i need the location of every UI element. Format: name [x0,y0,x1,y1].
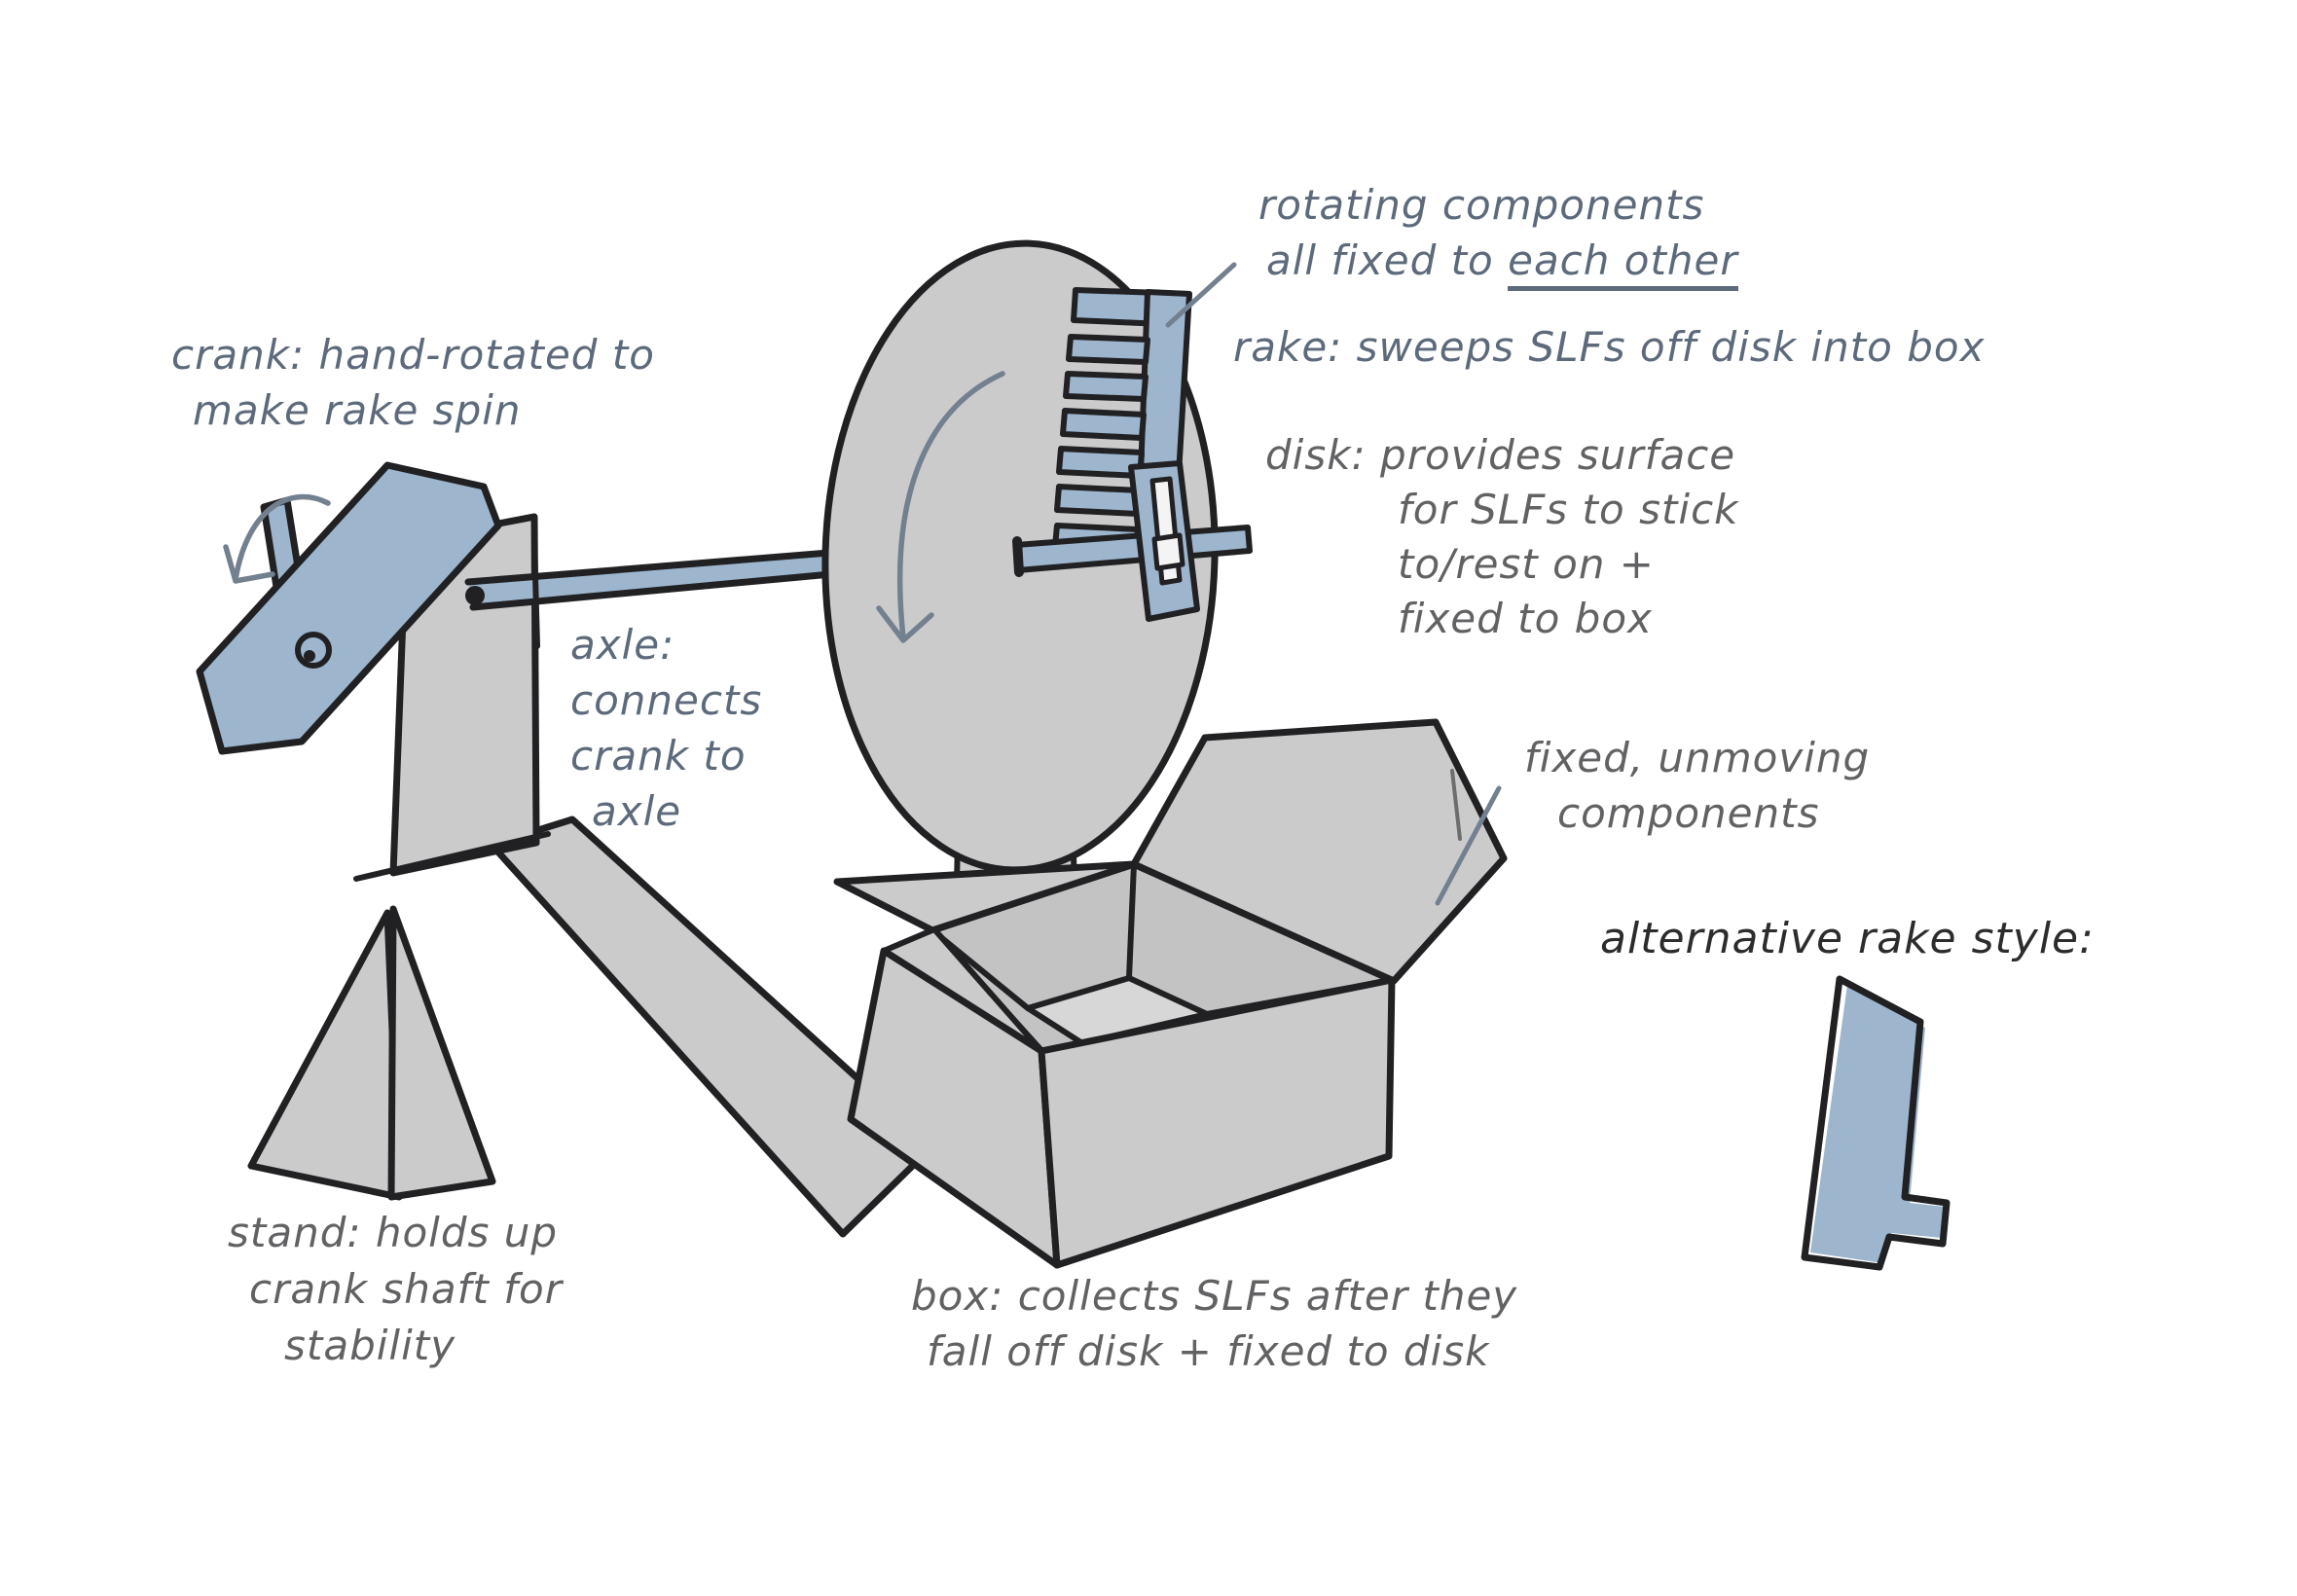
rake-bar-end-cap [1012,536,1024,577]
annotation-line: for SLFs to stick [1398,486,1739,533]
annotation-line: axle [592,787,682,835]
annotation-line: alternative rake style: [1600,914,2095,963]
annotation-line: connects [570,676,763,724]
rake-drawing [1012,287,1253,622]
annotation-line: rake: sweeps SLFs off disk into box [1233,323,1986,371]
stand-crease-line [353,831,551,882]
axle-drawing [464,538,835,649]
annotation-line: fall off disk + fixed to disk [927,1327,1490,1375]
annotation-line: components [1557,789,1820,837]
underlined-text: each other [1508,236,1738,291]
annotation-line: make rake spin [193,386,522,434]
box-right-face [1038,976,1396,1269]
crank-drawing [196,461,502,755]
annotation-line: stand: holds up [228,1209,559,1256]
rake-tooth [1054,484,1143,517]
annotation-line: disk: provides surface [1265,431,1736,479]
box-flap-crease [1450,769,1462,841]
box-drawing [833,718,1508,1269]
leader-rotating-to-rake [1165,262,1237,328]
axle-rod [468,553,831,607]
annotation-line: axle: [570,621,675,669]
box-interior-corners [930,861,1395,1054]
annotation-line: all fixed to each other [1266,233,1738,291]
crank-pivot-hole [295,632,332,669]
annotation-stand: stand: holds up crank shaft for stabilit… [228,1205,563,1374]
annotation-alternative-rake: alternative rake style: [1600,911,2095,966]
annotation-box: box: collects SLFs after they fall off d… [911,1268,1517,1379]
alternative-rake-outline [1801,975,1951,1271]
annotation-disk: disk: provides surface for SLFs to stick… [1265,428,1739,646]
annotation-rotating-components: rotating components all fixed to each ot… [1258,177,1738,291]
annotation-line: crank shaft for [249,1265,563,1313]
alternative-rake-blade [1810,985,1945,1263]
stand-center-leg [387,905,496,1201]
annotation-line: fixed, unmoving [1524,734,1871,781]
alternative-rake-drawing [1801,975,1951,1271]
rake-tooth [1060,408,1147,441]
leader-lines [1165,262,1502,906]
annotation-line: box: collects SLFs after they [911,1272,1518,1320]
annotation-rake: rake: sweeps SLFs off disk into box [1233,319,1985,375]
rake-tooth [1063,371,1148,402]
rake-tooth [1066,334,1150,365]
annotation-line: stability [284,1322,456,1369]
disk-rotation-arrow [876,371,1005,643]
box-left-flap [833,860,1138,934]
axle-end-cap [465,586,485,605]
box-right-flap [1130,718,1508,985]
annotation-axle: axle: connects crank to axle [570,617,762,839]
annotation-line: crank: hand-rotated to [171,331,655,379]
annotation-line: fixed to box [1398,595,1653,642]
crank-rotation-arrow [223,493,331,584]
annotation-crank: crank: hand-rotated to make rake spin [171,327,655,438]
annotation-line: rotating components [1258,181,1705,229]
annotation-fixed-components: fixed, unmoving components [1524,730,1870,841]
crank-pivot-dot [304,650,315,662]
stand-left-leg [247,909,403,1201]
stand-drawing [247,513,936,1238]
annotation-line: to/rest on + [1398,540,1655,588]
annotation-line: crank to [570,732,747,780]
leader-fixed-to-box-flap [1435,785,1502,906]
rake-bracket-notch [1151,532,1185,571]
crank-arm [196,461,502,755]
